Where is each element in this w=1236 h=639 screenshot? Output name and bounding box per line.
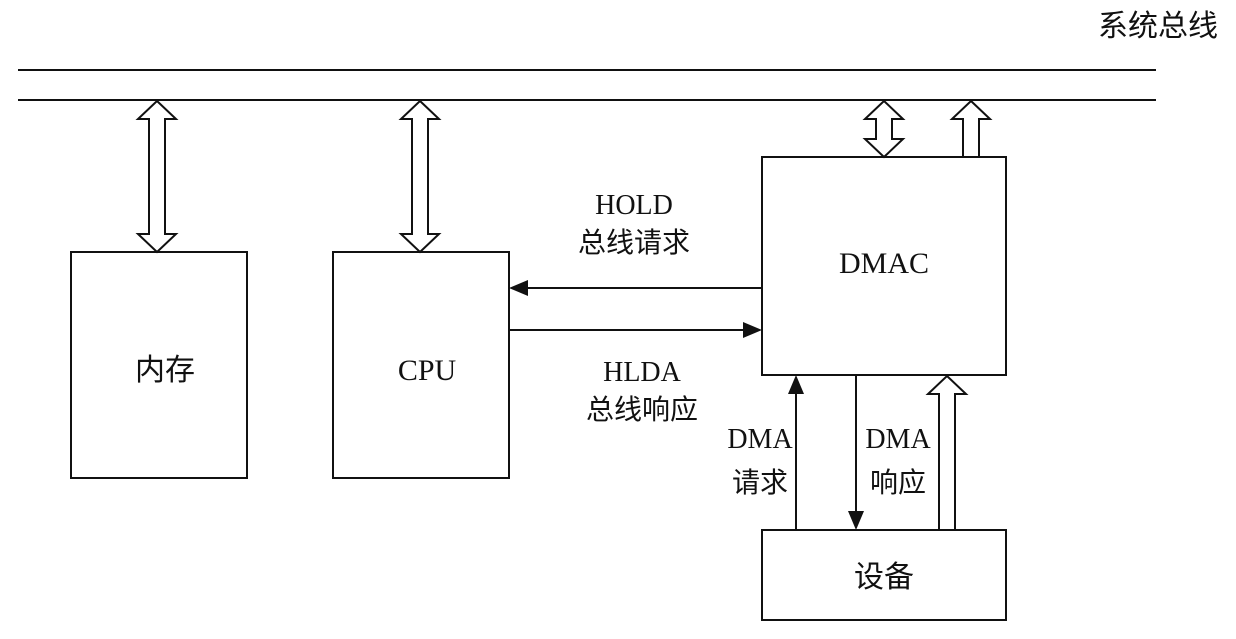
hlda-signal-name: HLDA [603,357,682,388]
hlda-arrow-head [743,322,762,338]
dma-ack-signal-name: DMA [865,424,931,455]
device-label: 设备 [854,560,914,595]
hold-signal-name: HOLD [595,190,673,221]
hold-signal-desc: 总线请求 [578,226,690,259]
dma-request-signal-name: DMA [727,424,793,455]
device-to-dmac-hollow-arrow [925,374,969,531]
memory-block [70,251,248,479]
dmac-bus-double-arrow [862,99,906,159]
dma-request-arrow-head [788,375,804,394]
dma-request-signal-desc: 请求 [732,466,788,499]
memory-bus-double-arrow [135,99,179,254]
dma-ack-signal-desc: 响应 [870,466,926,499]
hlda-signal-desc: 总线响应 [586,393,698,426]
hold-arrow-head [509,280,528,296]
dmac-to-bus-arrow [949,99,993,158]
system-bus-label: 系统总线 [1098,9,1218,44]
memory-label: 内存 [135,353,195,388]
device-block [761,529,1007,621]
dma-ack-arrow-head [848,511,864,530]
cpu-label: CPU [398,354,457,387]
cpu-bus-double-arrow [398,99,442,254]
dmac-label: DMAC [839,247,929,280]
